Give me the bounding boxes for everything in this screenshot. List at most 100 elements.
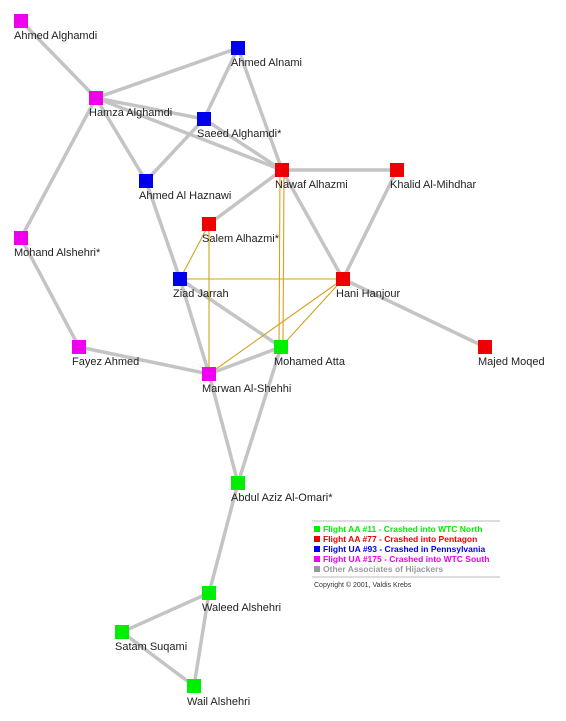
legend-swatch-aa77 [314,536,320,542]
node-khalid-almihdhar[interactable]: Khalid Al-Mihdhar [390,163,477,191]
legend-item-ua93: Flight UA #93 - Crashed in Pennsylvania [314,544,485,554]
legend-copyright: Copyright © 2001, Valdis Krebs [314,581,412,589]
node-marker-mohamed-atta[interactable] [274,340,288,354]
edge-salem-alhazmi-ziad-jarrah [179,223,210,280]
edge-hamza-alghamdi-mohand-alshehri [19,96,98,240]
node-marker-majed-moqed[interactable] [478,340,492,354]
node-abdul-aziz[interactable]: Abdul Aziz Al-Omari* [231,476,333,504]
node-marker-ahmed-alnami[interactable] [231,41,245,55]
edge-hani-hanjour-mohamed-atta [280,278,344,348]
legend-swatch-other [314,566,320,572]
node-label-hani-hanjour: Hani Hanjour [336,288,401,300]
legend-item-aa77: Flight AA #77 - Crashed into Pentagon [314,534,477,544]
edge-ahmed-alhaznawi-ziad-jarrah [144,179,182,281]
node-ahmed-alnami[interactable]: Ahmed Alnami [231,41,302,69]
edge-waleed-alshehri-wail-alshehri [192,591,211,688]
node-label-hamza-alghamdi: Hamza Alghamdi [89,107,172,119]
node-marker-salem-alhazmi[interactable] [202,217,216,231]
node-saeed-alghamdi[interactable]: Saeed Alghamdi* [197,112,282,140]
node-marker-hani-hanjour[interactable] [336,272,350,286]
edge-saeed-alghamdi-ahmed-alhaznawi [144,117,206,183]
edge-nawaf-alhazmi-mohamed-atta-line-1 [278,169,281,348]
edge-nawaf-alhazmi-mohamed-atta-line-2 [282,169,285,348]
edge-satam-suqami-wail-alshehri [120,630,196,688]
edges-layer [19,19,487,688]
legend-item-ua175: Flight UA #175 - Crashed into WTC South [314,554,489,564]
edge-ahmed-alnami-nawaf-alhazmi [236,46,284,172]
node-majed-moqed[interactable]: Majed Moqed [478,340,545,368]
legend-item-other: Other Associates of Hijackers [314,564,443,574]
edge-fayez-ahmed-marwan-alshehhi [77,345,211,376]
node-marwan-alshehhi[interactable]: Marwan Al-Shehhi [202,367,291,395]
node-label-mohand-alshehri: Mohand Alshehri* [14,247,101,259]
node-label-mohamed-atta: Mohamed Atta [274,356,346,368]
node-marker-hamza-alghamdi[interactable] [89,91,103,105]
legend-label-ua175: Flight UA #175 - Crashed into WTC South [323,554,489,564]
node-label-marwan-alshehhi: Marwan Al-Shehhi [202,383,291,395]
node-waleed-alshehri[interactable]: Waleed Alshehri [202,586,281,614]
edge-ahmed-alnami-saeed-alghamdi [202,46,240,121]
node-salem-alhazmi[interactable]: Salem Alhazmi* [202,217,280,245]
legend-label-ua93: Flight UA #93 - Crashed in Pennsylvania [323,544,485,554]
node-marker-khalid-almihdhar[interactable] [390,163,404,177]
legend-swatch-ua93 [314,546,320,552]
node-marker-ahmed-alhaznawi[interactable] [139,174,153,188]
node-ziad-jarrah[interactable]: Ziad Jarrah [173,272,229,300]
node-marker-abdul-aziz[interactable] [231,476,245,490]
legend-item-aa11: Flight AA #11 - Crashed into WTC North [314,524,482,534]
node-marker-marwan-alshehhi[interactable] [202,367,216,381]
node-label-waleed-alshehri: Waleed Alshehri [202,602,281,614]
node-mohand-alshehri[interactable]: Mohand Alshehri* [14,231,101,259]
edge-marwan-alshehhi-abdul-aziz [207,372,240,485]
node-marker-fayez-ahmed[interactable] [72,340,86,354]
edge-nawaf-alhazmi-hani-hanjour [280,168,345,281]
edge-hamza-alghamdi-ahmed-alhaznawi [94,96,148,183]
node-wail-alshehri[interactable]: Wail Alshehri [187,679,250,708]
node-label-saeed-alghamdi: Saeed Alghamdi* [197,128,282,140]
node-label-fayez-ahmed: Fayez Ahmed [72,356,139,368]
legend-items: Flight AA #11 - Crashed into WTC NorthFl… [314,524,489,574]
legend-label-other: Other Associates of Hijackers [323,564,443,574]
edge-marwan-alshehhi-mohamed-atta [207,345,283,376]
node-marker-saeed-alghamdi[interactable] [197,112,211,126]
node-label-ahmed-alnami: Ahmed Alnami [231,57,302,69]
node-nawaf-alhazmi[interactable]: Nawaf Alhazmi [275,163,348,191]
legend-swatch-aa11 [314,526,320,532]
node-marker-nawaf-alhazmi[interactable] [275,163,289,177]
node-marker-waleed-alshehri[interactable] [202,586,216,600]
node-marker-ahmed-alghamdi[interactable] [14,14,28,28]
node-fayez-ahmed[interactable]: Fayez Ahmed [72,340,139,368]
node-marker-satam-suqami[interactable] [115,625,129,639]
node-ahmed-alghamdi[interactable]: Ahmed Alghamdi [14,14,97,42]
edge-nawaf-alhazmi-salem-alhazmi [207,168,284,226]
edge-saeed-alghamdi-nawaf-alhazmi [202,117,284,172]
edge-mohamed-atta-abdul-aziz [236,345,283,485]
node-label-majed-moqed: Majed Moqed [478,356,545,368]
edge-hani-hanjour-marwan-alshehhi [208,278,344,375]
node-label-ziad-jarrah: Ziad Jarrah [173,288,229,300]
node-label-ahmed-alghamdi: Ahmed Alghamdi [14,30,97,42]
node-mohamed-atta[interactable]: Mohamed Atta [274,340,346,368]
node-label-salem-alhazmi: Salem Alhazmi* [202,233,280,245]
node-label-abdul-aziz: Abdul Aziz Al-Omari* [231,492,333,504]
legend-label-aa77: Flight AA #77 - Crashed into Pentagon [323,534,477,544]
legend: Flight AA #11 - Crashed into WTC NorthFl… [312,520,500,589]
node-hani-hanjour[interactable]: Hani Hanjour [336,272,401,300]
node-label-khalid-almihdhar: Khalid Al-Mihdhar [390,179,477,191]
edge-waleed-alshehri-satam-suqami [120,591,211,634]
node-marker-mohand-alshehri[interactable] [14,231,28,245]
node-ahmed-alhaznawi[interactable]: Ahmed Al Haznawi [139,174,231,202]
node-hamza-alghamdi[interactable]: Hamza Alghamdi [89,91,172,119]
node-satam-suqami[interactable]: Satam Suqami [115,625,187,653]
edge-ahmed-alghamdi-hamza-alghamdi [19,19,98,100]
node-label-nawaf-alhazmi: Nawaf Alhazmi [275,179,348,191]
edge-khalid-almihdhar-hani-hanjour [341,168,399,281]
legend-swatch-ua175 [314,556,320,562]
edge-ziad-jarrah-mohamed-atta [178,277,283,349]
edge-mohand-alshehri-fayez-ahmed [19,236,81,349]
node-marker-wail-alshehri[interactable] [187,679,201,693]
edge-hamza-alghamdi-ahmed-alnami [94,46,240,100]
node-marker-ziad-jarrah[interactable] [173,272,187,286]
